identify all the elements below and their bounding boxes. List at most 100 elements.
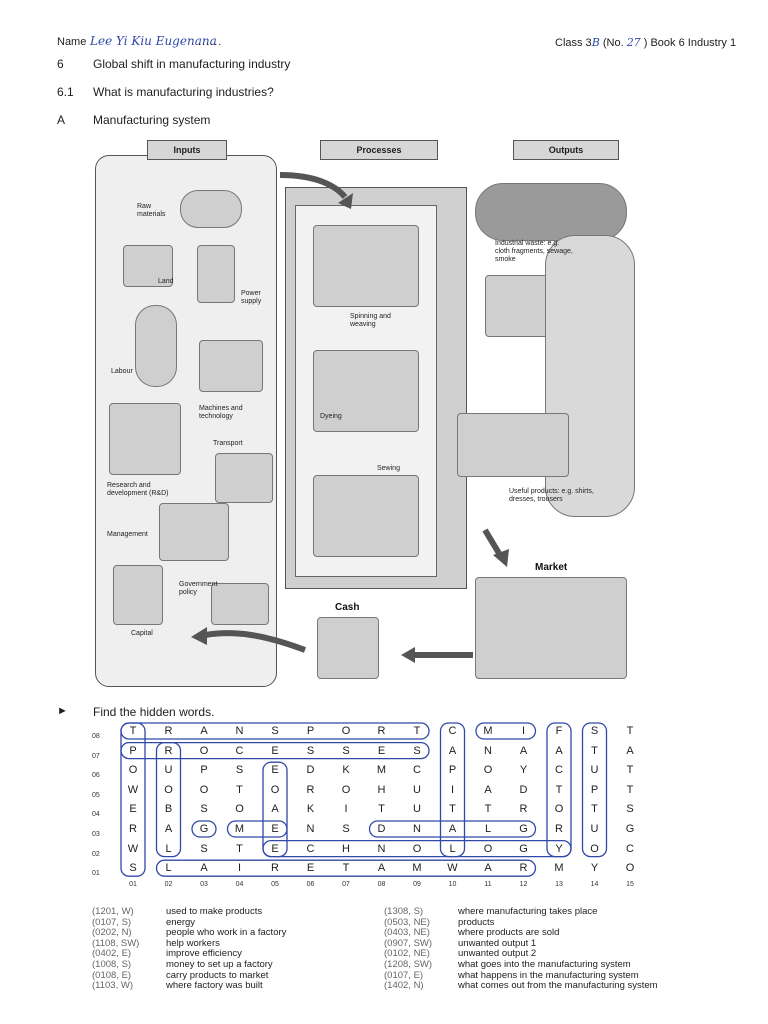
grid-letter[interactable]: M — [412, 862, 422, 875]
grid-letter[interactable]: S — [235, 764, 244, 777]
grid-letter[interactable]: T — [378, 803, 385, 816]
grid-letter[interactable]: E — [271, 744, 279, 757]
grid-letter[interactable]: P — [590, 783, 599, 796]
grid-letter[interactable]: U — [590, 823, 599, 835]
grid-letter[interactable]: S — [626, 803, 634, 816]
grid-letter[interactable]: O — [625, 862, 635, 875]
grid-letter[interactable]: T — [484, 803, 492, 816]
grid-letter[interactable]: R — [306, 783, 315, 796]
grid-letter[interactable]: S — [200, 842, 208, 855]
grid-letter[interactable]: T — [236, 783, 243, 796]
grid-letter[interactable]: R — [555, 823, 563, 835]
grid-letter[interactable]: W — [127, 842, 139, 855]
grid-letter[interactable]: I — [450, 783, 455, 796]
grid-letter[interactable]: T — [342, 862, 350, 875]
grid-letter[interactable]: A — [484, 783, 492, 796]
grid-letter[interactable]: M — [376, 764, 387, 777]
grid-letter[interactable]: E — [271, 842, 279, 855]
grid-letter[interactable]: O — [270, 783, 280, 796]
grid-letter[interactable]: S — [342, 823, 350, 835]
grid-letter[interactable]: I — [521, 725, 526, 737]
grid-letter[interactable]: O — [590, 842, 599, 855]
grid-letter[interactable]: A — [377, 862, 386, 875]
grid-letter[interactable]: P — [448, 764, 457, 777]
grid-letter[interactable]: G — [519, 842, 528, 855]
grid-letter[interactable]: P — [129, 744, 137, 757]
grid-letter[interactable]: T — [626, 725, 634, 737]
grid-letter[interactable]: A — [626, 744, 634, 757]
grid-letter[interactable]: C — [235, 744, 244, 757]
grid-letter[interactable]: O — [128, 764, 138, 777]
grid-letter[interactable]: D — [377, 823, 386, 835]
grid-letter[interactable]: O — [235, 803, 244, 816]
grid-letter[interactable]: D — [306, 764, 315, 777]
grid-letter[interactable]: A — [271, 803, 279, 816]
grid-letter[interactable]: S — [306, 744, 315, 757]
grid-letter[interactable]: E — [377, 744, 386, 757]
grid-letter[interactable]: H — [377, 783, 386, 796]
grid-letter[interactable]: A — [200, 725, 208, 737]
grid-letter[interactable]: N — [484, 744, 492, 757]
grid-letter[interactable]: A — [519, 744, 528, 757]
grid-letter[interactable]: W — [447, 862, 458, 875]
grid-letter[interactable]: L — [165, 842, 172, 855]
grid-letter[interactable]: K — [342, 764, 350, 777]
grid-letter[interactable]: E — [129, 803, 137, 816]
grid-letter[interactable]: C — [555, 764, 563, 777]
grid-letter[interactable]: F — [555, 725, 563, 737]
grid-letter[interactable]: T — [626, 764, 634, 777]
grid-letter[interactable]: T — [449, 803, 456, 816]
grid-letter[interactable]: S — [129, 862, 137, 875]
grid-letter[interactable]: D — [519, 783, 528, 796]
grid-letter[interactable]: S — [413, 744, 421, 757]
grid-letter[interactable]: N — [306, 823, 315, 835]
grid-letter[interactable]: A — [555, 744, 563, 757]
grid-letter[interactable]: A — [200, 862, 208, 875]
grid-letter[interactable]: C — [413, 764, 421, 777]
grid-letter[interactable]: U — [413, 783, 421, 796]
grid-letter[interactable]: A — [448, 823, 457, 835]
grid-letter[interactable]: T — [626, 783, 634, 796]
grid-letter[interactable]: M — [234, 823, 245, 835]
grid-letter[interactable]: W — [127, 783, 139, 796]
grid-letter[interactable]: R — [271, 862, 279, 875]
grid-letter[interactable]: Y — [590, 862, 599, 875]
grid-letter[interactable]: S — [342, 744, 350, 757]
grid-letter[interactable]: N — [235, 725, 244, 737]
grid-letter[interactable]: S — [271, 725, 279, 737]
grid-letter[interactable]: U — [164, 764, 173, 777]
grid-letter[interactable]: M — [554, 862, 564, 875]
grid-letter[interactable]: N — [377, 842, 386, 855]
grid-letter[interactable]: O — [199, 783, 209, 796]
grid-letter[interactable]: O — [199, 744, 209, 757]
grid-letter[interactable]: O — [164, 783, 173, 796]
grid-letter[interactable]: R — [164, 744, 173, 757]
grid-letter[interactable]: G — [199, 823, 209, 835]
grid-letter[interactable]: T — [555, 783, 563, 796]
grid-letter[interactable]: I — [237, 862, 242, 875]
grid-letter[interactable]: T — [591, 744, 598, 757]
grid-letter[interactable]: O — [341, 725, 351, 737]
grid-letter[interactable]: L — [165, 862, 172, 875]
grid-letter[interactable]: O — [554, 803, 564, 816]
grid-letter[interactable]: R — [164, 725, 173, 737]
grid-letter[interactable]: E — [306, 862, 315, 875]
grid-letter[interactable]: R — [519, 862, 528, 875]
grid-letter[interactable]: P — [200, 764, 208, 777]
grid-letter[interactable]: L — [484, 823, 492, 835]
grid-letter[interactable]: I — [344, 803, 348, 816]
grid-letter[interactable]: U — [413, 803, 421, 816]
grid-letter[interactable]: B — [164, 803, 173, 816]
grid-letter[interactable]: U — [590, 764, 599, 777]
grid-letter[interactable]: O — [412, 842, 422, 855]
grid-letter[interactable]: A — [448, 744, 457, 757]
grid-letter[interactable]: R — [519, 803, 528, 816]
grid-letter[interactable]: O — [483, 842, 493, 855]
grid-letter[interactable]: R — [129, 823, 137, 835]
grid-letter[interactable]: L — [449, 842, 456, 855]
grid-letter[interactable]: O — [341, 783, 351, 796]
grid-letter[interactable]: T — [236, 842, 243, 855]
grid-letter[interactable]: A — [164, 823, 173, 835]
grid-letter[interactable]: C — [306, 842, 315, 855]
grid-letter[interactable]: N — [413, 823, 421, 835]
